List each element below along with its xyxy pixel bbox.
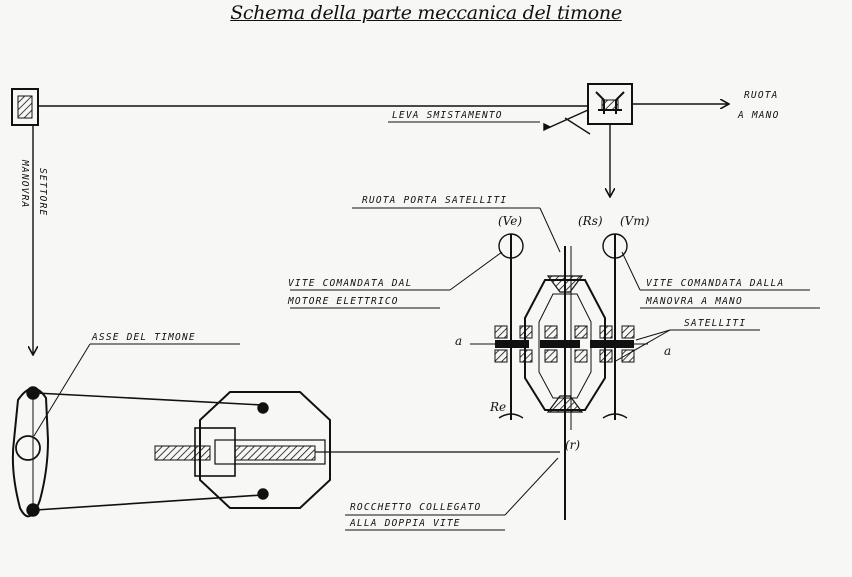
label-asse-timone: ASSE DEL TIMONE (92, 332, 196, 343)
symbol-ve: (Ve) (498, 214, 523, 228)
asse-timone-circle (15, 435, 41, 461)
label-manovra: MANOVRA (19, 160, 30, 209)
symbol-a-left: a (455, 334, 463, 348)
label-satelliti: SATELLITI (684, 318, 747, 329)
symbol-re: Re (490, 400, 507, 414)
label-vite-mano-1: VITE COMANDATA DALLA (646, 278, 785, 289)
label-vite-motore-1: VITE COMANDATA DAL (288, 278, 413, 289)
label-vite-motore-2: MOTORE ELETTRICO (288, 296, 399, 307)
symbol-a-right: a (664, 344, 672, 358)
crosshead-block (199, 391, 331, 509)
label-ruota-porta-satelliti: RUOTA PORTA SATELLITI (362, 195, 508, 206)
symbol-vm: (Vm) (620, 214, 650, 228)
label-rocchetto-2: ALLA DOPPIA VITE (350, 518, 461, 529)
label-rocchetto-1: ROCCHETTO COLLEGATO (350, 502, 482, 513)
label-ruota-1: RUOTA (744, 90, 779, 101)
label-leva-smistamento: LEVA SMISTAMENTO (392, 110, 503, 121)
manovra-settore-box (11, 88, 39, 126)
label-ruota-2: A MANO (738, 110, 780, 121)
tiller-arm (11, 387, 50, 518)
symbol-r: (r) (565, 438, 581, 452)
symbol-rs: (Rs) (578, 214, 603, 228)
label-settore: SETTORE (37, 168, 48, 217)
label-vite-mano-2: MANOVRA A MANO (646, 296, 743, 307)
page-title: Schema della parte meccanica del timone (230, 2, 622, 24)
